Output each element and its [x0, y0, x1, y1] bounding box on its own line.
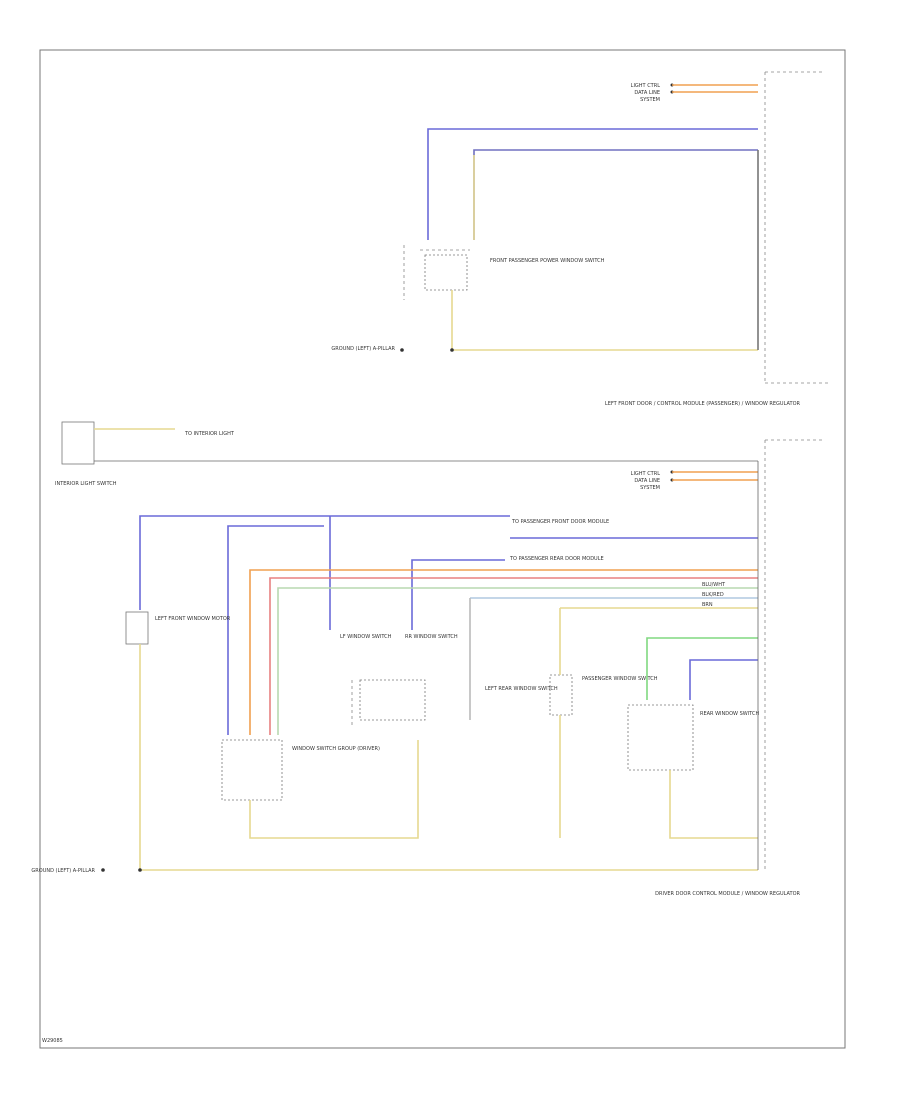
top-input-1: LIGHT CTRL	[631, 83, 661, 89]
blue-wire-left	[227, 525, 324, 735]
top-gray-wire	[473, 149, 758, 240]
rear-window-label: REAR WINDOW SWITCH	[700, 711, 759, 717]
rear-window-switch	[627, 704, 694, 771]
diagram-border	[39, 49, 846, 1049]
top-module-label: LEFT FRONT DOOR / CONTROL MODULE (PASSEN…	[605, 401, 801, 407]
light-label: TO INTERIOR LIGHT	[184, 431, 235, 437]
window-switch-group-label: WINDOW SWITCH GROUP (DRIVER)	[292, 746, 380, 752]
wire-code-3: BRN	[702, 602, 713, 608]
top-switch-box	[403, 245, 470, 300]
passenger-window-switch	[549, 674, 573, 716]
green-wire	[646, 637, 758, 700]
top-ground-wire	[451, 290, 758, 351]
lf-window-switch-label: LF WINDOW SWITCH	[340, 634, 392, 640]
bottom-ground-end	[101, 868, 105, 872]
bottom-ground-1	[139, 644, 758, 871]
page-code: W29085	[42, 1038, 63, 1044]
bottom-input-1: LIGHT CTRL	[631, 471, 661, 477]
top-switch-label: FRONT PASSENGER POWER WINDOW SWITCH	[490, 258, 605, 264]
bottom-ground-2	[249, 740, 419, 839]
bottom-module-box	[764, 439, 825, 872]
bottom-ground-dot	[138, 868, 142, 872]
blue-loop-wire	[139, 515, 330, 610]
center-switch	[359, 679, 426, 721]
bottom-input-3: SYSTEM	[640, 485, 660, 491]
bottom-input-2: DATA LINE	[634, 478, 660, 484]
orange-wire	[249, 569, 758, 735]
blue-wire-passenger-rear	[411, 559, 505, 630]
blue-wire-rear	[689, 659, 758, 700]
to-passenger-2: TO PASSENGER REAR DOOR MODULE	[509, 556, 604, 562]
to-passenger-1: TO PASSENGER FRONT DOOR MODULE	[511, 519, 609, 525]
bottom-ground-4	[669, 770, 758, 839]
top-ground-dot	[450, 348, 454, 352]
rr-window-switch-label: RR WINDOW SWITCH	[405, 634, 458, 640]
bottom-module-label: DRIVER DOOR CONTROL MODULE / WINDOW REGU…	[655, 891, 800, 897]
top-blue-wire	[427, 128, 758, 240]
relay-label: INTERIOR LIGHT SWITCH	[55, 481, 117, 487]
top-input-2: DATA LINE	[634, 90, 660, 96]
top-ground-label: GROUND (LEFT) A-PILLAR	[331, 346, 395, 352]
red-wire	[269, 577, 758, 735]
top-ground-end	[400, 348, 404, 352]
top-input-3: SYSTEM	[640, 97, 660, 103]
top-module-box	[764, 71, 828, 384]
left-front-window-motor	[125, 611, 149, 645]
top-switch	[424, 254, 468, 291]
relay-box	[61, 421, 95, 465]
left-front-window-label: LEFT FRONT WINDOW MOTOR	[155, 616, 231, 622]
window-switch-group	[221, 739, 283, 801]
wire-code-2: BLK/RED	[702, 592, 724, 598]
wire-code-1: BLU/WHT	[702, 582, 726, 588]
bottom-ground-label: GROUND (LEFT) A-PILLAR	[31, 868, 95, 874]
left-rear-label: LEFT REAR WINDOW SWITCH	[485, 686, 558, 692]
passenger-window-label: PASSENGER WINDOW SWITCH	[582, 676, 658, 682]
light-green-wire	[277, 587, 758, 735]
